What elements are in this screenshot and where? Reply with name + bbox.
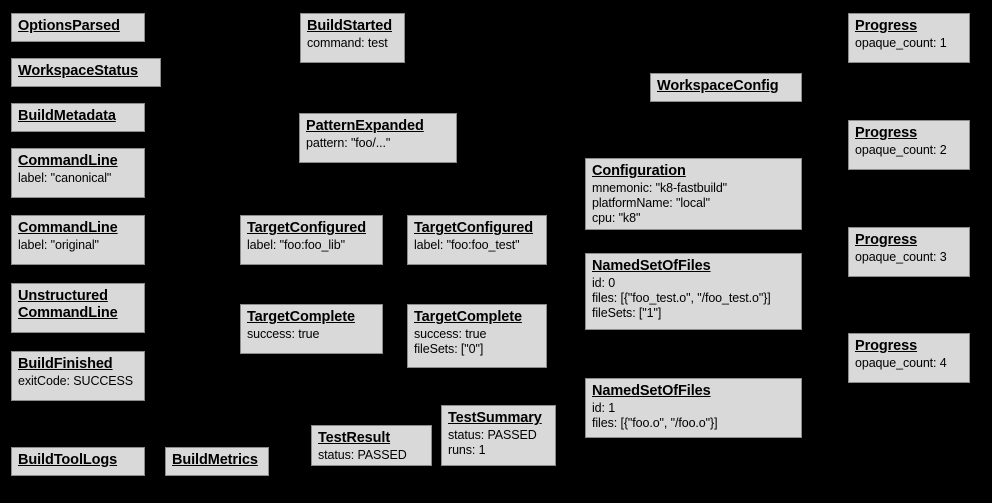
node-fields: pattern: "foo/..." (306, 136, 450, 151)
node-field: opaque_count: 1 (855, 36, 947, 51)
node-field: files: [{"foo.o", "/foo.o"}] (592, 415, 718, 430)
node-fields: mnemonic: "k8-fastbuild"platformName: "l… (592, 181, 795, 225)
node-target-configured-foo-test[interactable]: TargetConfigured label: "foo:foo_test" (407, 215, 547, 265)
node-title: OptionsParsed (18, 18, 120, 34)
node-fields: opaque_count: 1 (855, 36, 963, 51)
node-options-parsed[interactable]: OptionsParsed (11, 13, 145, 42)
node-field: success: true (247, 327, 320, 342)
node-progress-3[interactable]: Progress opaque_count: 3 (848, 227, 970, 277)
node-field: id: 0 (592, 276, 616, 291)
node-field: status: PASSED (448, 428, 537, 443)
node-title: TargetConfigured (247, 220, 366, 236)
node-pattern-expanded[interactable]: PatternExpanded pattern: "foo/..." (299, 113, 457, 163)
node-field: opaque_count: 3 (855, 250, 947, 265)
node-field: command: test (307, 36, 388, 51)
node-fields: label: "foo:foo_test" (414, 238, 540, 253)
node-title: PatternExpanded (306, 118, 424, 134)
node-field: label: "canonical" (18, 171, 112, 186)
node-field: mnemonic: "k8-fastbuild" (592, 181, 728, 196)
node-build-finished[interactable]: BuildFinished exitCode: SUCCESS (11, 351, 145, 401)
node-fields: opaque_count: 2 (855, 143, 963, 158)
node-title: BuildMetrics (172, 452, 258, 468)
node-fields: success: true (247, 327, 376, 342)
node-fields: exitCode: SUCCESS (18, 374, 138, 389)
node-workspace-config[interactable]: WorkspaceConfig (650, 73, 802, 102)
node-title: BuildStarted (307, 18, 393, 34)
node-title: BuildMetadata (18, 108, 116, 124)
node-fields: label: "canonical" (18, 171, 138, 186)
node-title: WorkspaceStatus (18, 63, 138, 79)
node-field: pattern: "foo/..." (306, 136, 391, 151)
node-field: status: PASSED (318, 448, 407, 463)
node-fields: label: "foo:foo_lib" (247, 238, 376, 253)
node-field: success: true (414, 327, 487, 342)
node-title: NamedSetOfFiles (592, 383, 711, 399)
node-title: TargetConfigured (414, 220, 533, 236)
node-title: TargetComplete (414, 309, 522, 325)
node-fields: status: PASSED (318, 448, 425, 463)
node-title: BuildToolLogs (18, 452, 118, 468)
node-field: opaque_count: 4 (855, 356, 947, 371)
node-title: Progress (855, 125, 918, 141)
node-command-line-original[interactable]: CommandLine label: "original" (11, 215, 145, 265)
node-progress-4[interactable]: Progress opaque_count: 4 (848, 333, 970, 383)
node-build-tool-logs[interactable]: BuildToolLogs (11, 447, 145, 476)
node-build-metrics[interactable]: BuildMetrics (165, 447, 269, 476)
node-field: id: 1 (592, 401, 616, 416)
node-field: runs: 1 (448, 442, 486, 457)
node-build-started[interactable]: BuildStarted command: test (300, 13, 405, 63)
node-title: NamedSetOfFiles (592, 258, 711, 274)
node-title: Progress (855, 18, 918, 34)
node-progress-2[interactable]: Progress opaque_count: 2 (848, 120, 970, 170)
node-field: cpu: "k8" (592, 210, 641, 225)
node-fields: opaque_count: 3 (855, 250, 963, 265)
node-test-result[interactable]: TestResult status: PASSED (311, 425, 432, 466)
node-title: CommandLine (18, 153, 118, 169)
node-title: TestResult (318, 430, 391, 446)
node-target-complete-lib[interactable]: TargetComplete success: true (240, 304, 383, 354)
node-fields: label: "original" (18, 238, 138, 253)
node-field: opaque_count: 2 (855, 143, 947, 158)
node-field: label: "foo:foo_lib" (247, 238, 345, 253)
node-unstructured-command-line[interactable]: Unstructured CommandLine (11, 283, 145, 333)
node-field: label: "original" (18, 238, 99, 253)
node-build-metadata[interactable]: BuildMetadata (11, 103, 145, 132)
node-fields: command: test (307, 36, 398, 51)
node-title: Unstructured CommandLine (18, 288, 118, 322)
node-field: files: [{"foo_test.o", "/foo_test.o"}] (592, 290, 771, 305)
node-title: WorkspaceConfig (657, 78, 779, 94)
node-title: TestSummary (448, 410, 542, 426)
node-field: platformName: "local" (592, 195, 710, 210)
node-field: fileSets: ["1"] (592, 305, 662, 320)
node-field: fileSets: ["0"] (414, 341, 484, 356)
node-command-line-canonical[interactable]: CommandLine label: "canonical" (11, 148, 145, 198)
node-title: Progress (855, 338, 918, 354)
node-title: Progress (855, 232, 918, 248)
node-workspace-status[interactable]: WorkspaceStatus (11, 58, 161, 87)
node-title: CommandLine (18, 220, 118, 236)
node-title: BuildFinished (18, 356, 113, 372)
node-fields: opaque_count: 4 (855, 356, 963, 371)
node-title: Configuration (592, 163, 686, 179)
node-title: TargetComplete (247, 309, 355, 325)
node-field: label: "foo:foo_test" (414, 238, 520, 253)
node-field: exitCode: SUCCESS (18, 374, 134, 389)
node-target-configured-foo-lib[interactable]: TargetConfigured label: "foo:foo_lib" (240, 215, 383, 265)
node-configuration[interactable]: Configuration mnemonic: "k8-fastbuild"pla… (585, 158, 802, 230)
node-progress-1[interactable]: Progress opaque_count: 1 (848, 13, 970, 63)
